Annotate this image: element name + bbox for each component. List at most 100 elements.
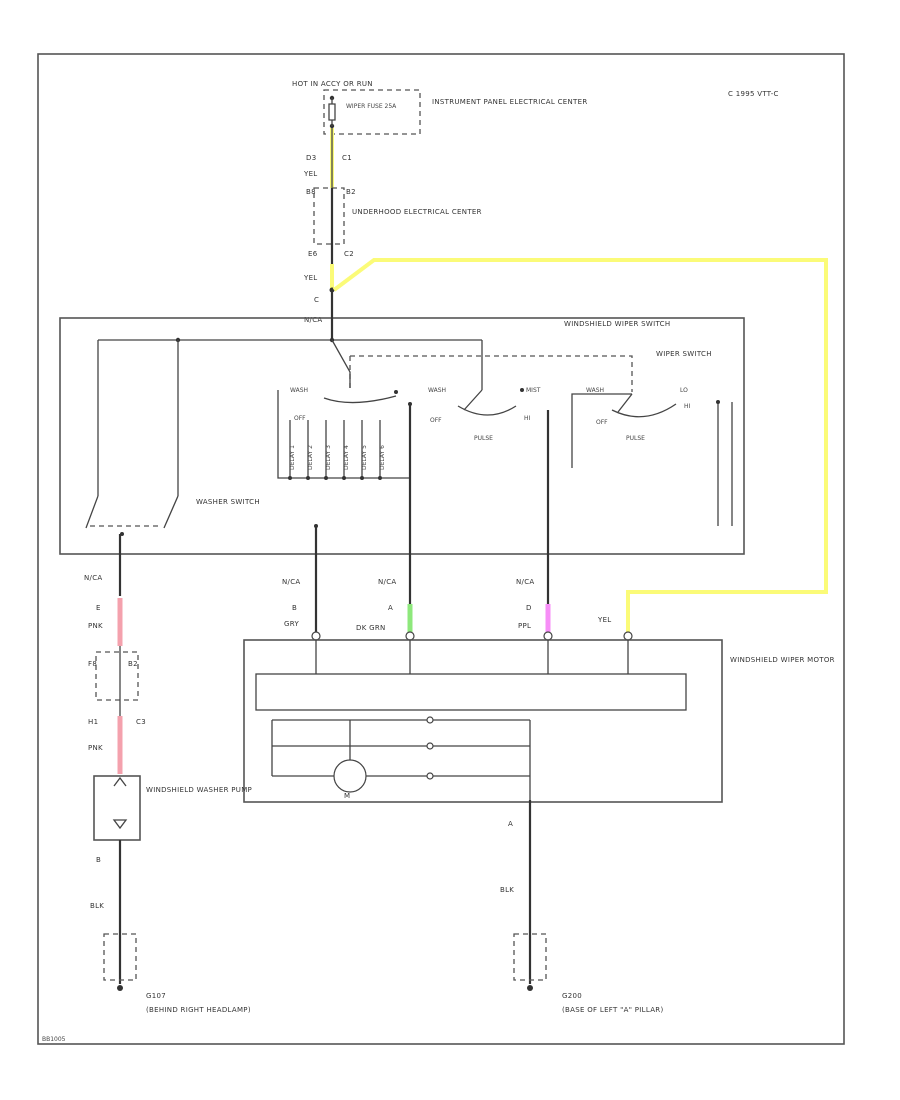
b-conn: N/CA bbox=[282, 578, 300, 586]
pump-conn-pin2: H1 bbox=[88, 718, 98, 726]
wash-label-3: WASH bbox=[586, 387, 604, 394]
wiper-motor-box bbox=[243, 639, 723, 803]
pump-conn-box bbox=[95, 651, 139, 701]
contact-dot bbox=[716, 400, 720, 404]
motor-contact bbox=[426, 772, 434, 780]
wash-label-2: WASH bbox=[428, 387, 446, 394]
figure-id: BB1005 bbox=[42, 1036, 66, 1043]
pulse-contact bbox=[463, 389, 483, 411]
hi-label-1: HI bbox=[524, 415, 531, 422]
delay-label: DELAY 4 bbox=[343, 445, 350, 470]
c1-pin: D3 bbox=[306, 154, 316, 162]
motor-ground: G200 bbox=[562, 992, 582, 1000]
pump-color: PNK bbox=[88, 622, 103, 630]
pump-ground-loc: (BEHIND RIGHT HEADLAMP) bbox=[146, 1006, 251, 1014]
motor-pins bbox=[311, 631, 633, 641]
motor-pin-a bbox=[405, 631, 415, 641]
delay-node bbox=[360, 476, 364, 480]
motor-module bbox=[255, 673, 687, 711]
washer-blade-1 bbox=[85, 495, 99, 529]
motor-ground-symbol bbox=[527, 985, 533, 991]
off-label-2: OFF bbox=[430, 417, 442, 424]
delay-label: DELAY 6 bbox=[379, 445, 386, 470]
wash-label-1: WASH bbox=[290, 387, 308, 394]
off-label-1: OFF bbox=[294, 415, 306, 422]
motor-pin: A bbox=[508, 820, 513, 828]
pump-pin3: B bbox=[96, 856, 101, 864]
pump-ground-symbol bbox=[117, 985, 123, 991]
d-conn: N/CA bbox=[516, 578, 534, 586]
contact-dot bbox=[394, 390, 398, 394]
lo-label: LO bbox=[680, 387, 688, 394]
motor-ground-loc: (BASE OF LEFT "A" PILLAR) bbox=[562, 1006, 663, 1014]
a-conn: N/CA bbox=[378, 578, 396, 586]
c2-conn: C2 bbox=[344, 250, 354, 258]
wiper-switch-title: WINDSHIELD WIPER SWITCH bbox=[564, 320, 670, 328]
motor-contacts bbox=[426, 716, 434, 780]
motor-symbol bbox=[333, 759, 367, 793]
ip-center-label: INSTRUMENT PANEL ELECTRICAL CENTER bbox=[432, 98, 588, 106]
motor-label: WINDSHIELD WIPER MOTOR bbox=[730, 656, 835, 664]
delay-arc bbox=[323, 395, 397, 404]
delay-node bbox=[378, 476, 382, 480]
motor-internal-wiring bbox=[271, 719, 531, 800]
contact-dot bbox=[520, 388, 524, 392]
pump-ground-box bbox=[103, 933, 137, 981]
underhood-label: UNDERHOOD ELECTRICAL CENTER bbox=[352, 208, 482, 216]
motor-contact bbox=[426, 716, 434, 724]
b-color: GRY bbox=[284, 620, 299, 628]
c1-conn: C1 bbox=[342, 154, 352, 162]
yel-branch-wire bbox=[332, 258, 828, 640]
washer-blade-2 bbox=[163, 495, 179, 529]
copyright-text: C 1995 VTT-C bbox=[728, 90, 779, 98]
pump-symbol bbox=[112, 776, 128, 830]
delay-node bbox=[288, 476, 292, 480]
pump-ground-color: BLK bbox=[90, 902, 104, 910]
washer-switch-label: WASHER SWITCH bbox=[196, 498, 260, 506]
wiper-switch-label: WIPER SWITCH bbox=[656, 350, 712, 358]
pulse-label-2: PULSE bbox=[626, 435, 645, 442]
motor-ground-box bbox=[513, 933, 547, 981]
delay-node bbox=[324, 476, 328, 480]
motor-pin-b bbox=[311, 631, 321, 641]
motor-contact bbox=[426, 742, 434, 750]
uh-conn: B2 bbox=[346, 188, 356, 196]
uh-pin: B8 bbox=[306, 188, 316, 196]
fuse-symbol bbox=[328, 98, 336, 126]
a-color: DK GRN bbox=[356, 624, 386, 632]
hi-lo-contact bbox=[617, 393, 633, 413]
pulse-label-1: PULSE bbox=[474, 435, 493, 442]
delay-label: DELAY 2 bbox=[307, 445, 314, 470]
motor-pin-d bbox=[543, 631, 553, 641]
delay-label: DELAY 1 bbox=[289, 445, 296, 470]
hi-label-2: HI bbox=[684, 403, 691, 410]
mist-label: MIST bbox=[526, 387, 541, 394]
right-section-outline bbox=[571, 393, 632, 468]
underhood-box bbox=[313, 187, 345, 245]
switch-linkage bbox=[350, 355, 633, 392]
delay-position-group: DELAY 1 DELAY 2 DELAY 3 DELAY 4 DELAY 5 DELAY… bbox=[288, 420, 386, 480]
pump-conn-pin1: F8 bbox=[88, 660, 97, 668]
motor-m-label: M bbox=[344, 792, 350, 800]
washer-pump-box bbox=[93, 775, 141, 841]
switch-pin-conn: N/CA bbox=[304, 316, 322, 324]
a-pin: A bbox=[388, 604, 393, 612]
pump-wire-color: PNK bbox=[88, 744, 103, 752]
pump-conn2: C3 bbox=[136, 718, 146, 726]
yel-color: YEL bbox=[597, 616, 612, 624]
delay-label: DELAY 3 bbox=[325, 445, 332, 470]
wire1-color: YEL bbox=[303, 170, 318, 178]
delay-label: DELAY 5 bbox=[361, 445, 368, 470]
off-label-3: OFF bbox=[596, 419, 608, 426]
diagram-frame bbox=[37, 53, 845, 1045]
switch-pin: C bbox=[314, 296, 319, 304]
fuse-label: WIPER FUSE 25A bbox=[346, 103, 397, 110]
delay-node bbox=[342, 476, 346, 480]
pump-conn1: B2 bbox=[128, 660, 138, 668]
wire2-color: YEL bbox=[303, 274, 318, 282]
pump-ground: G107 bbox=[146, 992, 166, 1000]
ip-center-box bbox=[323, 89, 421, 135]
d-color: PPL bbox=[518, 622, 531, 630]
d-pin: D bbox=[526, 604, 532, 612]
